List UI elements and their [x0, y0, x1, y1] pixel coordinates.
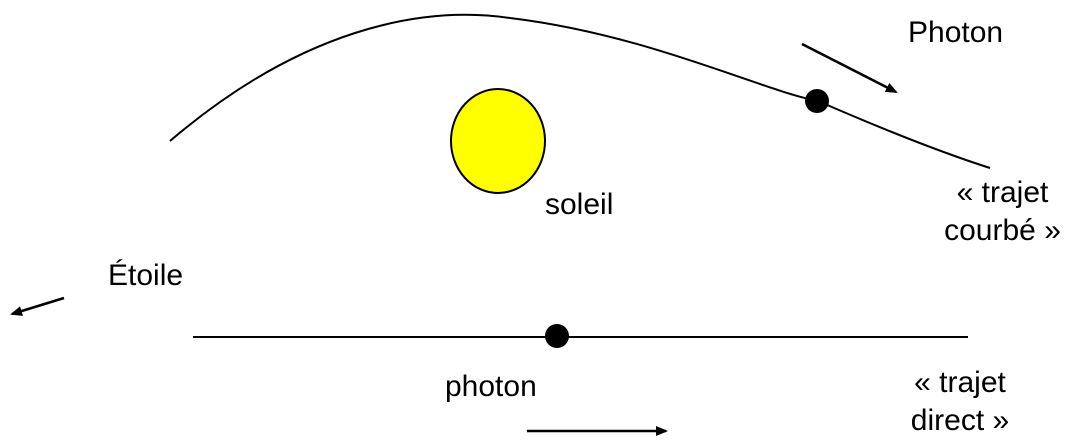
photon-direction-arrow-top — [801, 42, 898, 94]
curved-path-label-line2: courbé » — [944, 214, 1061, 247]
photon-label-top: Photon — [908, 16, 1004, 49]
photon-dot-direct — [545, 324, 569, 348]
direct-path-label-line1: « trajet — [914, 366, 1006, 399]
curved-trajectory — [169, 13, 991, 169]
photon-dot-curved — [805, 89, 829, 113]
sun — [450, 88, 546, 194]
direct-path-label: « trajet direct » — [880, 364, 1040, 440]
star-direction-arrow — [10, 296, 65, 316]
photon-label-bottom: photon — [445, 370, 537, 403]
curved-path-label: « trajet courbé » — [920, 174, 1085, 250]
direct-path-label-line2: direct » — [910, 404, 1010, 437]
star-label: Étoile — [108, 259, 184, 292]
curved-path-label-line1: « trajet — [956, 176, 1049, 209]
sun-label: soleil — [545, 188, 614, 221]
